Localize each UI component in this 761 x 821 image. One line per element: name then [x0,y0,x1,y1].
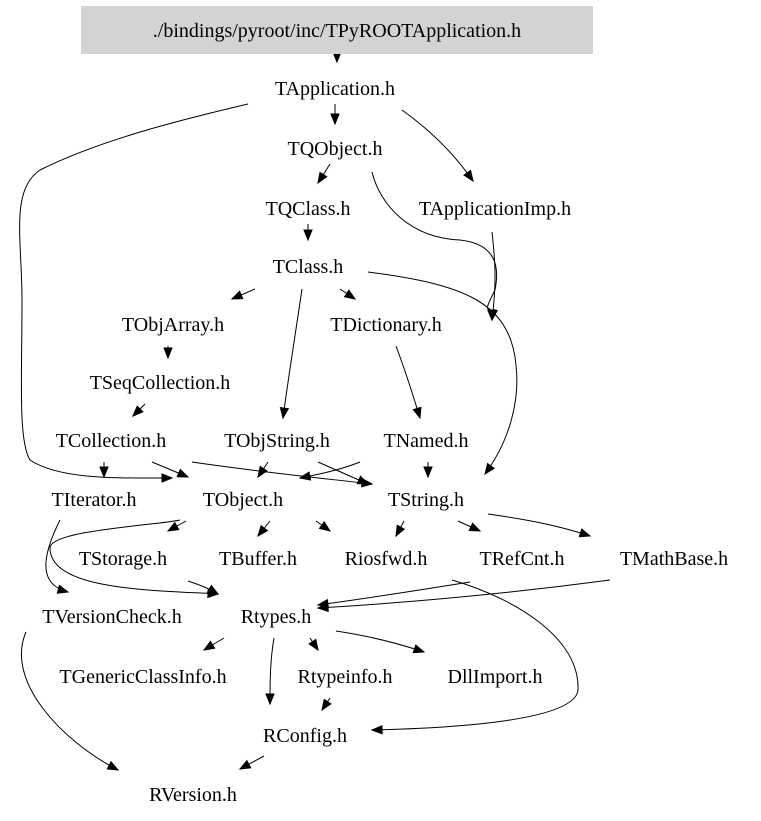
arrowhead-rtypeinfo-to-rconfig [321,698,332,712]
arrowhead-tobject-to-tbuffer [257,524,269,538]
node-rconfig[interactable]: RConfig.h [263,725,347,747]
edge-trefcnt-to-rtypes [317,581,471,606]
node-dllimport[interactable]: DllImport.h [448,666,543,688]
arrowhead-tclass-to-tobjstring [279,407,290,420]
edge-tclass-to-tobjstring [282,288,303,419]
edge-tdictionary-to-tnamed [395,345,421,419]
arrowhead-tobjstring-to-tstring [356,475,370,485]
arrowhead-tclass-to-tstring [484,462,495,476]
arrowhead-rtypes-to-rtypeinfo [308,638,319,652]
node-tobjarray[interactable]: TObjArray.h [122,314,224,336]
edge-rtypes-to-dllimport [335,630,425,653]
node-tapplicationimp[interactable]: TApplicationImp.h [419,198,571,220]
node-tmathbase[interactable]: TMathBase.h [620,548,728,570]
edge-tclass-to-tstring [367,271,518,475]
edge-tversioncheck-to-rversion [20,631,119,771]
arrowhead-tstring-to-tmathbase [578,528,592,538]
node-tcollection[interactable]: TCollection.h [56,430,167,452]
edge-tqobject-to-tstring [371,171,498,321]
graph-nodes: ./bindings/pyroot/inc/TPyROOTApplication… [42,6,728,806]
arrowhead-tapplicationimp-to-tstring [488,309,498,322]
node-tnamed[interactable]: TNamed.h [384,430,469,452]
arrowhead-rtypes-to-dllimport [412,644,426,654]
arrowhead-tcollection-to-tobject [176,468,190,478]
arrowhead-tapplication-to-tobject [161,473,174,483]
arrowhead-tobject-to-tstorage [166,521,180,532]
edge-riosfwd-to-rconfig [371,579,579,731]
node-titerator[interactable]: TIterator.h [52,489,137,511]
node-rtypeinfo[interactable]: Rtypeinfo.h [298,666,393,688]
node-tclass[interactable]: TClass.h [273,256,344,278]
arrowhead-riosfwd-to-rconfig [370,725,383,735]
arrowhead-tnamed-to-tobject [298,471,312,481]
arrowhead-tseqcollection-to-tcollection [132,405,144,417]
edge-tmathbase-to-rtypes [317,579,611,609]
node-rversion[interactable]: RVersion.h [149,784,237,806]
arrowhead-titerator-to-tversioncheck [56,584,70,594]
arrowhead-rconfig-to-rversion [238,759,252,770]
arrowhead-tstorage-to-rtypes [206,584,220,595]
arrowhead-tobjstring-to-tobject [257,465,268,479]
root-node-box [81,6,593,54]
node-tstring[interactable]: TString.h [388,489,464,511]
edge-tobject-to-rtypes [49,519,219,595]
node-trefcnt[interactable]: TRefCnt.h [480,548,565,570]
node-rtypes[interactable]: Rtypes.h [241,606,312,628]
node-tapplication[interactable]: TApplication.h [275,78,395,100]
edge-tapplicationimp-to-tstring [491,231,496,321]
arrowhead-tclass-to-tobjarray [230,290,244,300]
arrowhead-tobject-to-riosfwd [318,521,332,532]
edge-titerator-to-tversioncheck [45,519,69,593]
node-tseqcollection[interactable]: TSeqCollection.h [90,372,231,394]
arrowhead-tcollection-to-titerator [99,466,109,479]
node-riosfwd[interactable]: Riosfwd.h [345,548,428,570]
node-tobjstring[interactable]: TObjString.h [224,430,330,452]
arrowhead-tqobject-to-tqclass [317,171,328,185]
edge-tstring-to-tmathbase [487,513,591,537]
arrowhead-rtypes-to-tgenericclassinfo [202,640,216,651]
edge-tapplication-to-tobject [19,103,249,479]
edge-tcollection-to-tstring [191,461,373,485]
node-tdictionary[interactable]: TDictionary.h [330,314,441,336]
node-tobject[interactable]: TObject.h [203,489,283,511]
arrowhead-tstring-to-trefcnt [468,522,482,532]
node-tversioncheck[interactable]: TVersionCheck.h [42,606,181,628]
node-root[interactable]: ./bindings/pyroot/inc/TPyROOTApplication… [153,20,521,42]
node-tbuffer[interactable]: TBuffer.h [219,548,297,570]
node-tstorage[interactable]: TStorage.h [79,548,167,570]
arrowhead-tmathbase-to-rtypes [316,602,329,613]
arrowhead-tqclass-to-tclass [303,229,313,242]
node-tgenericclassinfo[interactable]: TGenericClassInfo.h [59,666,226,688]
node-tqclass[interactable]: TQClass.h [266,198,351,220]
edge-tapplication-to-tapplicationimp [401,109,474,182]
arrowhead-tdictionary-to-tnamed [412,406,422,420]
node-tqobject[interactable]: TQObject.h [288,138,383,160]
arrowhead-tapplication-to-tapplicationimp [463,169,474,183]
arrowhead-tapplication-to-tqobject [330,113,340,126]
arrowhead-tnamed-to-tstring [423,466,433,479]
arrowhead-rtypes-to-rconfig [265,693,275,706]
arrowhead-tstring-to-riosfwd [395,524,406,538]
arrowhead-tobjarray-to-tseqcollection [163,347,173,360]
graph-edges [19,51,611,771]
arrowhead-tclass-to-tdictionary [343,289,357,300]
arrowhead-tversioncheck-to-rversion [106,760,120,771]
